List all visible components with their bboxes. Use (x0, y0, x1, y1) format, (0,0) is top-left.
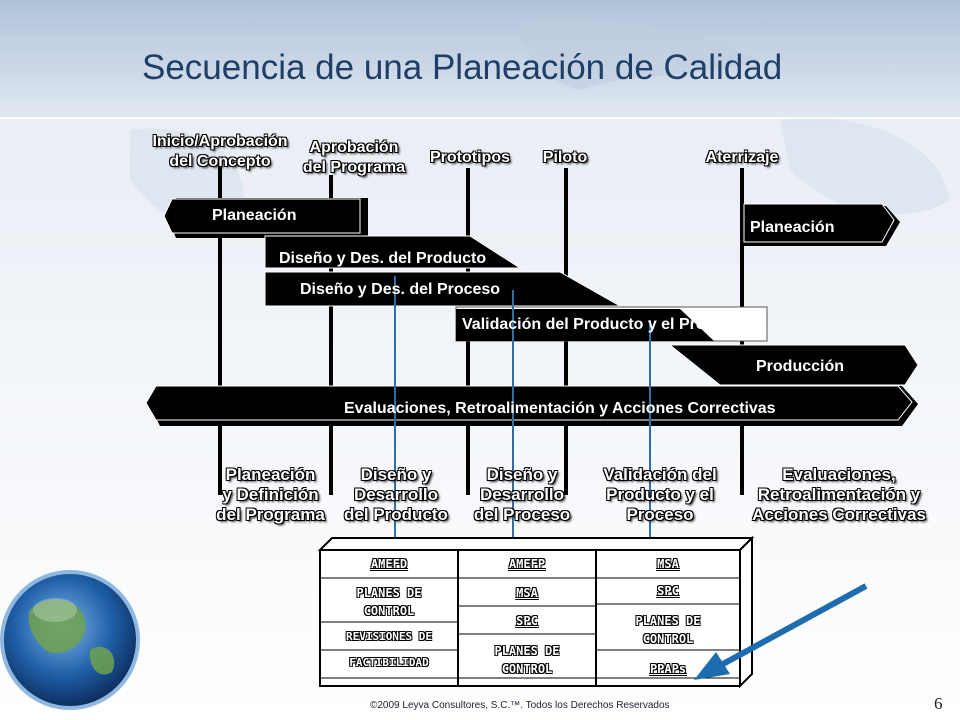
pointer-arrow-icon (694, 583, 868, 680)
phase-diseno-proceso-line1: Diseño y (486, 465, 558, 484)
phase-diseno-producto: Diseño y Desarrollo del Producto (332, 465, 460, 525)
milestone-prototipos: Prototipos (430, 149, 510, 166)
table-col1-revisiones: REVISIONES DE (345, 630, 433, 643)
phase-diseno-proceso-line2: Desarrollo (479, 485, 565, 504)
table-col1-amefd: AMEFD (370, 557, 408, 571)
milestone-aprobacion-line2: del Programa (302, 159, 406, 176)
table-col3-planes-2: CONTROL (642, 632, 694, 646)
table-col2-spc: SPC (516, 614, 538, 628)
bar-label-planeacion-right: Planeación (750, 219, 835, 236)
phase-planeacion: Planeación y Definición del Programa (198, 465, 343, 525)
phase-diseno-proceso: Diseño y Desarrollo del Proceso (458, 465, 586, 525)
bar-evaluaciones (145, 385, 918, 426)
table-col1-planes-1: PLANES DE (356, 586, 422, 600)
phase-validacion-line2: Producto y el (606, 485, 714, 504)
phase-planeacion-line1: Planeación (225, 465, 316, 484)
bar-label-produccion: Producción (756, 358, 845, 375)
bar-diseno-producto (264, 235, 522, 269)
phase-validacion: Validación del Producto y el Proceso (586, 465, 734, 525)
table-col2-planes-2: CONTROL (501, 662, 553, 676)
phase-evaluaciones-line2: Retroalimentación y (757, 485, 921, 504)
bar-label-diseno-producto: Diseño y Des. del Producto (279, 250, 487, 267)
bar-planeacion-right (740, 203, 900, 246)
connector-lines (394, 276, 651, 570)
milestone-aterrizaje: Aterrizaje (705, 149, 779, 166)
table-col1-factibilidad: FACTIBILIDAD (349, 656, 429, 669)
page-number: 6 (934, 694, 943, 713)
milestone-inicio-line1: Inicio/Aprobación (152, 133, 288, 150)
bar-planeacion-left (163, 198, 368, 238)
table-col1-planes-2: CONTROL (363, 604, 415, 618)
bar-label-planeacion-left: Planeación (212, 207, 297, 224)
phase-evaluaciones: Evaluaciones, Retroalimentación y Accion… (734, 465, 944, 525)
phase-planeacion-line3: del Programa (216, 505, 325, 524)
phase-diseno-producto-line3: del Producto (344, 505, 448, 524)
table-col2-planes-1: PLANES DE (494, 644, 560, 658)
bar-produccion (668, 344, 919, 386)
phase-planeacion-line2: y Definición (222, 485, 319, 504)
bar-label-validacion: Validación del Producto y el Proceso (462, 315, 742, 335)
phase-validacion-line1: Validación del (603, 465, 717, 484)
table-col3-ppaps: PPAPs (649, 662, 687, 676)
tools-table-box (317, 535, 755, 689)
phase-diseno-producto-line1: Diseño y (360, 465, 432, 484)
slide-title: Secuencia de una Planeación de Calidad (142, 48, 783, 87)
phase-evaluaciones-line3: Acciones Correctivas (752, 505, 926, 524)
milestone-inicio: Inicio/Aprobación del Concepto (138, 132, 302, 172)
table-col2-amefp: AMEFP (508, 557, 546, 571)
phase-diseno-producto-line2: Desarrollo (353, 485, 439, 504)
bar-diseno-proceso (264, 271, 622, 307)
milestone-inicio-line2: del Concepto (169, 153, 271, 170)
table-col3-planes-1: PLANES DE (635, 614, 701, 628)
table-col3-spc: SPC (657, 584, 679, 598)
table-col3-msa: MSA (657, 557, 679, 571)
milestone-aprobacion-line1: Aprobación (309, 139, 399, 156)
phase-diseno-proceso-line3: del Proceso (473, 505, 571, 524)
table-col2-msa: MSA (516, 586, 538, 600)
phase-validacion-line3: Proceso (626, 505, 694, 524)
bar-label-validacion-text: Validación del Producto y el Proceso (462, 316, 743, 333)
milestone-aprobacion: Aprobación del Programa (290, 138, 418, 178)
bar-label-evaluaciones: Evaluaciones, Retroalimentación y Accion… (344, 400, 776, 417)
phase-evaluaciones-line1: Evaluaciones, (782, 465, 896, 484)
bar-label-diseno-proceso: Diseño y Des. del Proceso (300, 281, 501, 298)
milestone-piloto: Piloto (542, 149, 588, 166)
footer-copyright: ©2009 Leyva Consultores, S.C.™. Todos lo… (370, 700, 670, 711)
